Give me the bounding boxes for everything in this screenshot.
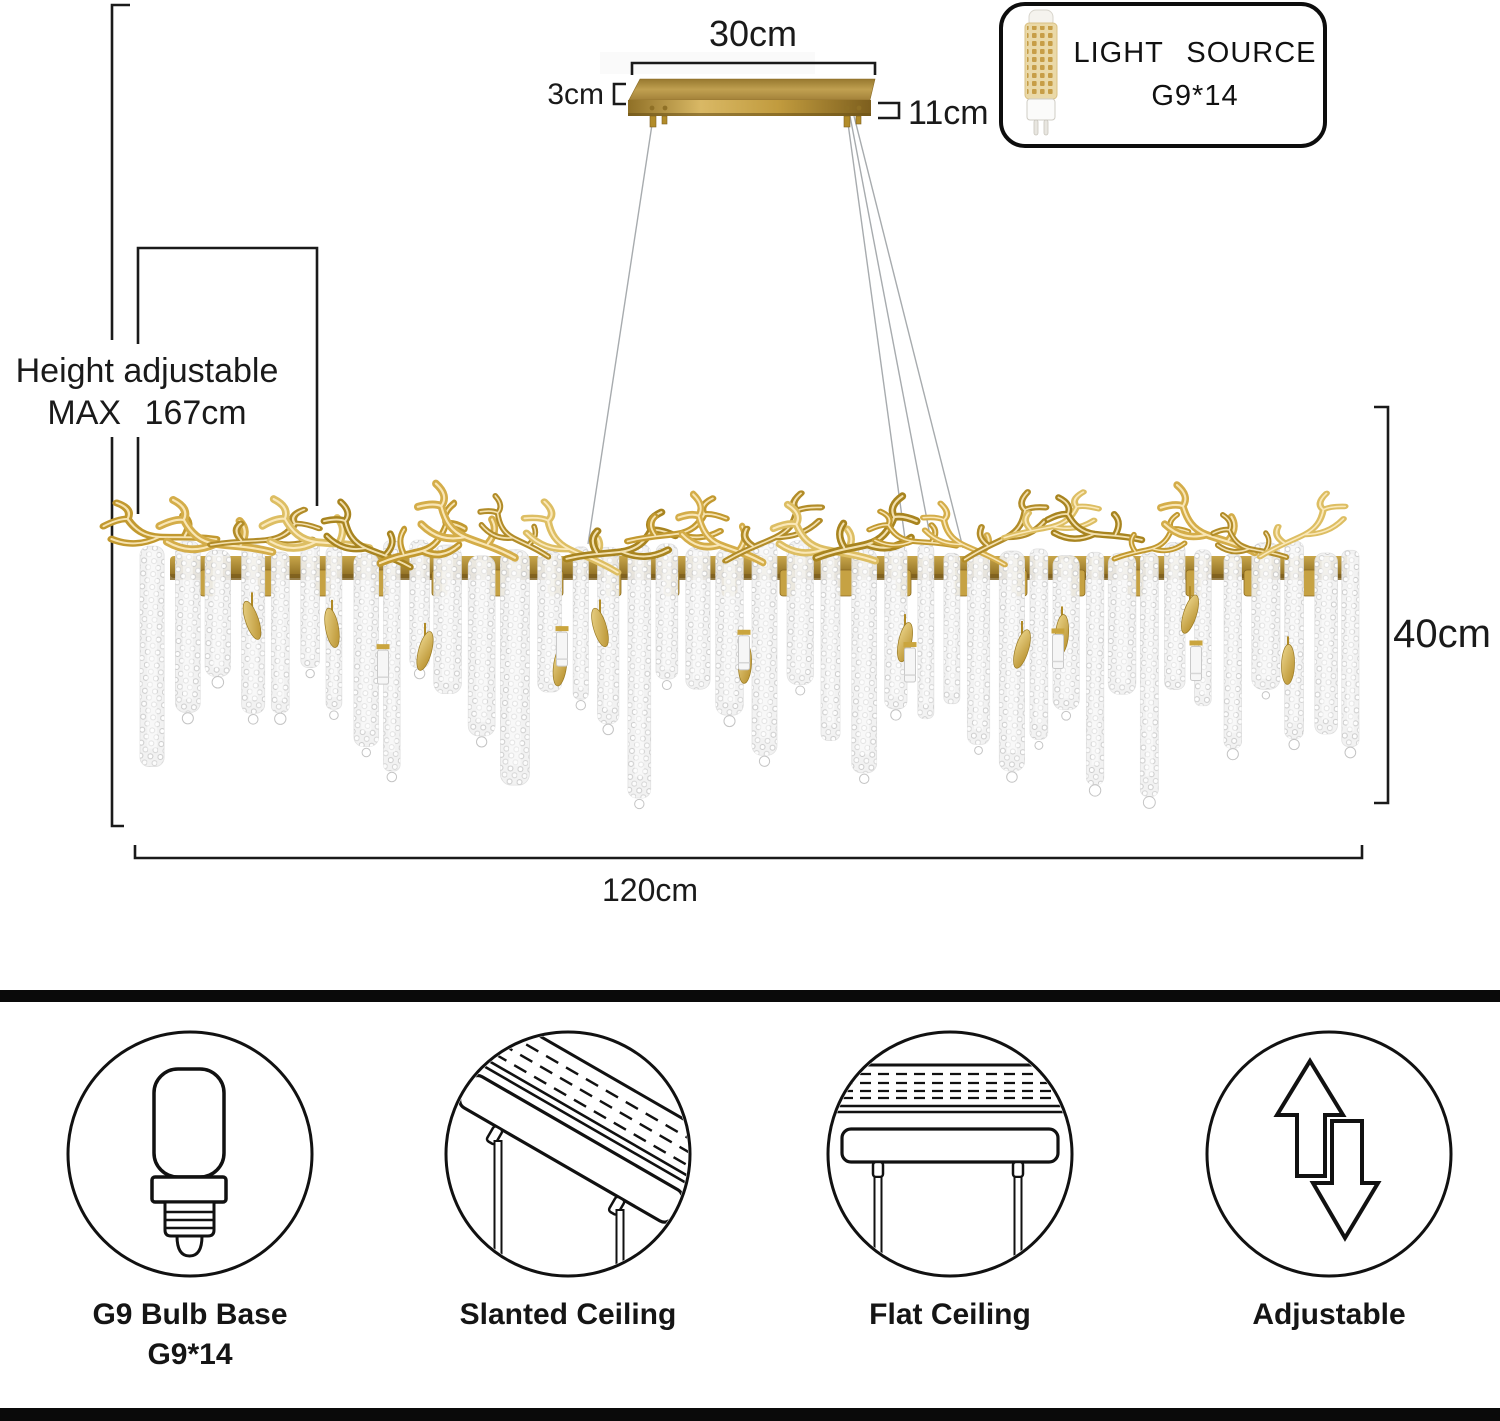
spec-diagram: 30cm 3cm 11cm Height adjustable MAX 167c…	[16, 3, 1491, 908]
slanted-ceiling-icon	[444, 1030, 692, 1278]
flat-ceiling-icon	[826, 1030, 1074, 1278]
canopy-width-label: 30cm	[709, 13, 797, 54]
canopy-height-line	[612, 82, 626, 106]
feature-label: Adjustable	[1252, 1298, 1406, 1331]
feature-label: Slanted Ceiling	[459, 1298, 677, 1331]
down-arrow	[1309, 1119, 1382, 1242]
fixture-width-line	[133, 845, 1364, 860]
canopy-height-label: 3cm	[547, 78, 604, 111]
feature-label: G9 Bulb Base	[92, 1298, 288, 1331]
canopy-side-line	[878, 101, 901, 120]
canopy-side-label: 11cm	[908, 94, 989, 132]
feature-g9-bulb-base: G9 Bulb Base G9*14	[30, 1028, 350, 1375]
light-source-box: LIGHT SOURCE G9*14	[999, 2, 1327, 148]
fixture-width-label: 120cm	[602, 872, 698, 908]
g9-bulb-icon	[66, 1030, 314, 1278]
feature-label: Flat Ceiling	[869, 1298, 1031, 1331]
height-adjustable-label-1: Height adjustable	[16, 352, 279, 390]
suspension-wires	[587, 115, 964, 549]
feature-adjustable: Adjustable	[1169, 1028, 1489, 1335]
divider-bar-top	[0, 990, 1500, 1002]
divider-bar-bottom	[0, 1408, 1500, 1421]
height-adjustable-line	[110, 3, 130, 828]
adjustable-icon	[1205, 1030, 1453, 1278]
height-adjustable-label-2: MAX 167cm	[47, 394, 246, 432]
fixture-height-label: 40cm	[1393, 612, 1491, 656]
dimension-lines	[110, 3, 1390, 860]
g9-led-bulb-icon	[1015, 8, 1067, 143]
light-source-spec: G9*14	[1151, 80, 1239, 112]
light-source-title: LIGHT SOURCE	[1073, 37, 1317, 69]
canopy-width-line	[630, 61, 877, 75]
feature-slanted-ceiling: Slanted Ceiling	[408, 1028, 728, 1335]
height-adjustable-bracket	[136, 246, 319, 514]
feature-flat-ceiling: Flat Ceiling	[790, 1028, 1110, 1335]
feature-label: G9*14	[147, 1338, 233, 1371]
ceiling-canopy	[628, 78, 876, 128]
up-arrow	[1273, 1057, 1347, 1178]
fixture-height-line	[1374, 405, 1390, 805]
canopy-screws	[649, 105, 862, 111]
chandelier-illustration	[99, 479, 1360, 810]
